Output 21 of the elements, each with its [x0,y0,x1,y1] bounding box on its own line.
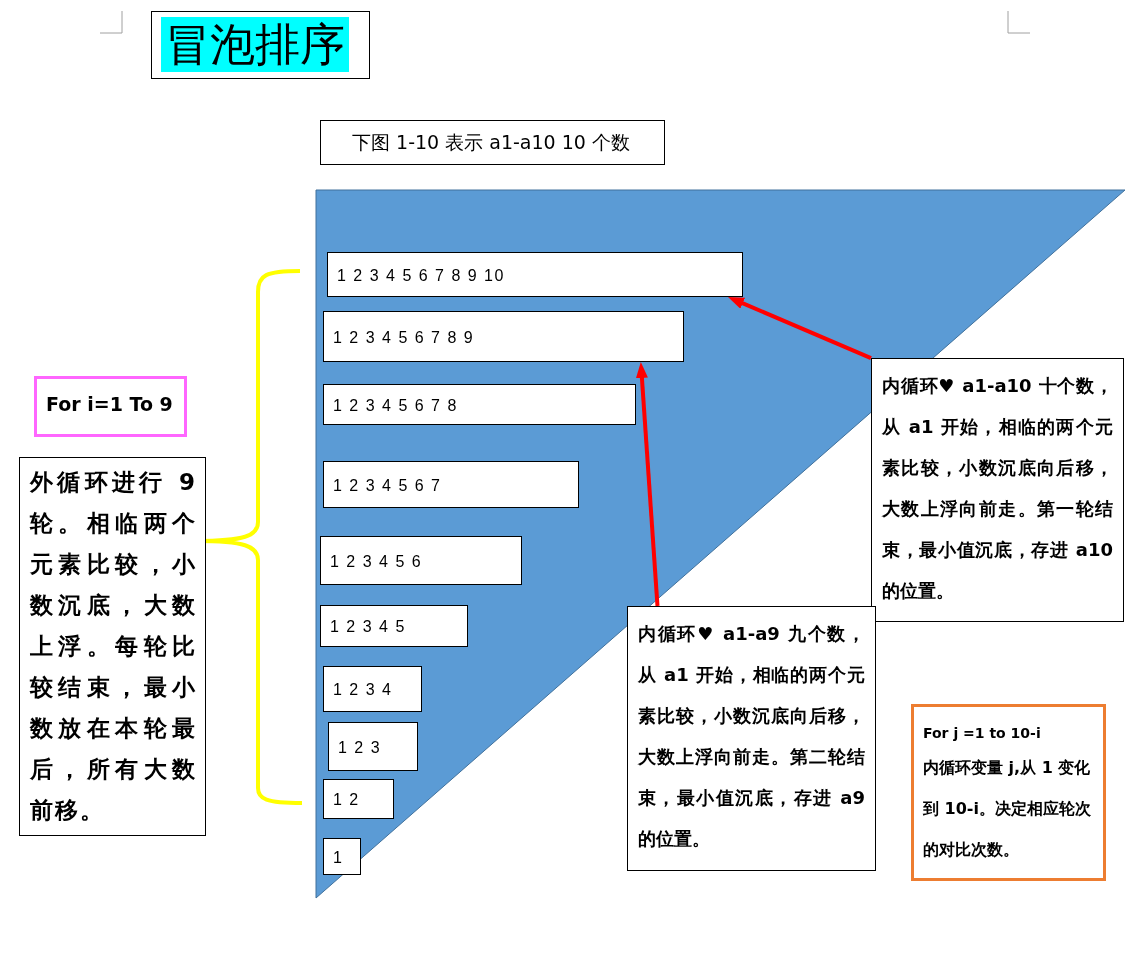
note-box [911,704,1106,881]
number-row-box: 1 [323,838,361,875]
number-row-box: 1 2 3 4 5 6 7 8 9 [323,311,684,362]
description-text: 内循环变量 j,从 1 变化到 10-i。决定相应轮次的对比次数。 [923,757,1092,861]
title-text: 冒泡排序 [161,17,349,72]
arrow [635,362,660,607]
arrow [728,296,872,360]
loop-header-box: For i=1 To 9 [34,376,187,437]
number-row-box: 1 2 3 4 5 6 [320,536,522,585]
number-row-box: 1 2 3 4 [323,666,422,712]
number-row-box: 1 2 3 [328,722,418,771]
number-row-box: 1 2 3 4 5 6 7 8 [323,384,636,425]
number-row-box: 1 2 3 4 5 [320,605,468,647]
number-row-box: 1 2 [323,779,394,819]
callout-box: 内循环♥ a1-a9 九个数，从 a1 开始，相临的两个元素比较，小数沉底向后移，大数上浮向前走。第二轮结束，最小值沉底，存进 a9 的位置。 [627,606,876,871]
note-box: 下图 1-10 表示 a1-a10 10 个数 [320,120,665,165]
loop-code-text: For j =1 to 10-i [923,724,1042,743]
number-row-box: 1 2 3 4 5 6 7 8 9 10 [327,252,743,297]
description-box: 外循环进行 9 轮。相临两个元素比较，小数沉底，大数上浮。每轮比较结束，最小数放在本轮最后，所有大数前移。 [19,457,206,836]
number-row-box: 1 2 3 4 5 6 7 [323,461,579,508]
callout-box: 内循环♥ a1-a10 十个数，从 a1 开始，相临的两个元素比较，小数沉底向后移，大数上浮向前走。第一轮结束，最小值沉底，存进 a10 的位置。 [871,358,1124,622]
